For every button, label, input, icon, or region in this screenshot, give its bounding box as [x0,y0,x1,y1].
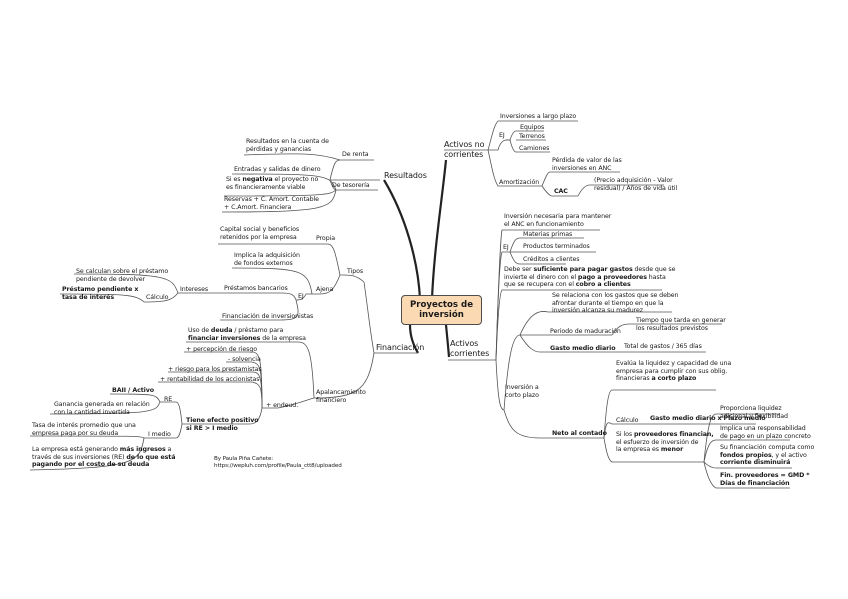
spoke-no-corrientes [430,159,448,300]
node-proporciona-liquidez[interactable]: Proporciona liquidez adicional y flexibi… [720,405,788,420]
node-entradas-salidas[interactable]: Entradas y salidas de dinero [234,166,321,173]
node-rentabilidad-accionistas[interactable]: + rentabilidad de los accionistas [160,376,260,383]
node-generando-ingresos[interactable]: La empresa está generando más ingresos a… [32,446,176,469]
node-financiacion-inversionistas[interactable]: Financiación de inversionistas [222,313,314,320]
node-tasa-interes[interactable]: Tasa de interés promedio que una empresa… [32,422,136,437]
node-amortizacion[interactable]: Amortización [499,179,540,186]
node-suficiente-pagar[interactable]: Debe ser suficiente para pagar gastos de… [504,266,676,289]
node-tiempo-resultados[interactable]: Tiempo que tarda en generar los resultad… [636,317,726,332]
node-total-gastos[interactable]: Total de gastos / 365 días [624,343,702,350]
node-materias-primas[interactable]: Materias primas [523,231,573,238]
node-riesgo-prestamistas[interactable]: + riesgo para los prestamistas [168,366,262,373]
branch-activos-no-corrientes[interactable]: Activos no corrientes [444,140,485,159]
node-periodo-maduracion[interactable]: Periodo de maduración [550,328,621,335]
central-topic-label: Proyectos de inversión [409,300,474,320]
node-ej-anc[interactable]: EJ [499,132,505,139]
node-evalua-liquidez[interactable]: Evalúa la liquidez y capacidad de una em… [616,360,732,383]
node-resultados-cuenta[interactable]: Resultados en la cuenta de pérdidas y ga… [246,138,329,153]
node-i-medio[interactable]: I medio [148,431,171,438]
spoke-corrientes [444,324,451,358]
node-capital-social[interactable]: Capital social y beneficios retenidos po… [220,226,300,241]
node-terrenos[interactable]: Terrenos [519,133,545,140]
node-tipos[interactable]: Tipos [347,268,364,275]
node-calculan-prestamo[interactable]: Se calculan sobre el préstamo pendiente … [76,268,169,283]
central-topic[interactable]: Proyectos de inversión [401,295,482,325]
node-intereses[interactable]: Intereses [180,286,209,293]
node-perdida-valor[interactable]: Pérdida de valor de las inversiones en A… [552,157,622,172]
node-negativa-viable[interactable]: Si es negativa el proyecto no es financi… [226,176,319,191]
node-formula-interes[interactable]: Préstamo pendiente x tasa de interés [62,286,139,301]
node-de-renta[interactable]: De renta [342,151,369,158]
node-apalancamiento[interactable]: Apalancamiento financiero [316,389,366,404]
node-ajena[interactable]: Ajena [316,286,334,293]
node-equipos[interactable]: Equipos [520,124,545,131]
node-proveedores-financian[interactable]: Si los proveedores financian, el esfuerz… [616,431,714,454]
branch-activos-corrientes[interactable]: Activos corrientes [450,339,490,358]
node-formula-neto[interactable]: Gasto medio diario x Plazo medio [650,415,766,422]
node-productos-terminados[interactable]: Productos terminados [523,243,590,250]
node-computa-fondos[interactable]: Su financiación computa como fondos prop… [720,444,815,467]
node-calculo-neto[interactable]: Cálculo [616,417,639,424]
node-neto-contado[interactable]: Neto al contado [552,430,607,437]
node-implica-responsabilidad[interactable]: Implica una responsabilidad de pago en u… [720,425,811,440]
node-de-tesoreria[interactable]: De tesorería [332,182,370,189]
node-inversion-corto-plazo[interactable]: Inversión a corto plazo [505,384,539,399]
node-ej-fin[interactable]: EJ [298,293,304,300]
branch-resultados[interactable]: Resultados [384,171,427,180]
node-relaciona-gastos[interactable]: Se relaciona con los gastos que se deben… [552,292,679,315]
author-credit: By Paula Piña Cañete: https://wepluh.com… [214,456,342,469]
node-calculo-interes[interactable]: Cálculo [146,294,169,301]
node-re[interactable]: RE [164,396,173,403]
spoke-financiacion [408,324,419,354]
node-adquisicion-fondos[interactable]: Implica la adquisición de fondos externo… [234,252,300,267]
node-camiones[interactable]: Camiones [519,145,550,152]
node-formula-fin-proveedores[interactable]: Fin. proveedores = GMD * Días de financi… [720,472,810,487]
node-propia[interactable]: Propia [316,235,335,242]
node-inversiones-largo-plazo[interactable]: Inversiones a largo plazo [500,113,577,120]
node-inversion-necesaria[interactable]: Inversión necesaria para mantener el ANC… [504,213,612,228]
node-endeudamiento[interactable]: + endeud. [266,402,299,409]
node-reservas-amort[interactable]: Reservas + C. Amort. Contable + C.Amort.… [224,196,319,211]
node-prestamos-bancarios[interactable]: Préstamos bancarios [224,285,288,292]
node-formula-cac[interactable]: (Precio adquisición - Valor residual) / … [594,177,678,192]
node-gasto-medio-diario[interactable]: Gasto medio diario [550,345,616,352]
spoke-resultados [383,179,422,300]
node-ganancia-generada[interactable]: Ganancia generada en relación con la can… [54,401,150,416]
node-creditos-clientes[interactable]: Créditos a clientes [523,256,580,263]
node-bait-activo[interactable]: BAII / Activo [112,387,154,394]
branch-financiacion[interactable]: Financiación [376,343,425,352]
node-efecto-positivo[interactable]: Tiene efecto positivo si RE > I medio [186,417,259,432]
node-ej-ac[interactable]: EJ [503,244,509,251]
node-cac[interactable]: CAC [554,188,568,195]
node-solvencia[interactable]: - solvencia [228,356,261,363]
node-percepcion-riesgo[interactable]: + percepción de riesgo [186,346,258,353]
node-uso-deuda[interactable]: Uso de deuda / préstamo para financiar i… [188,327,306,342]
